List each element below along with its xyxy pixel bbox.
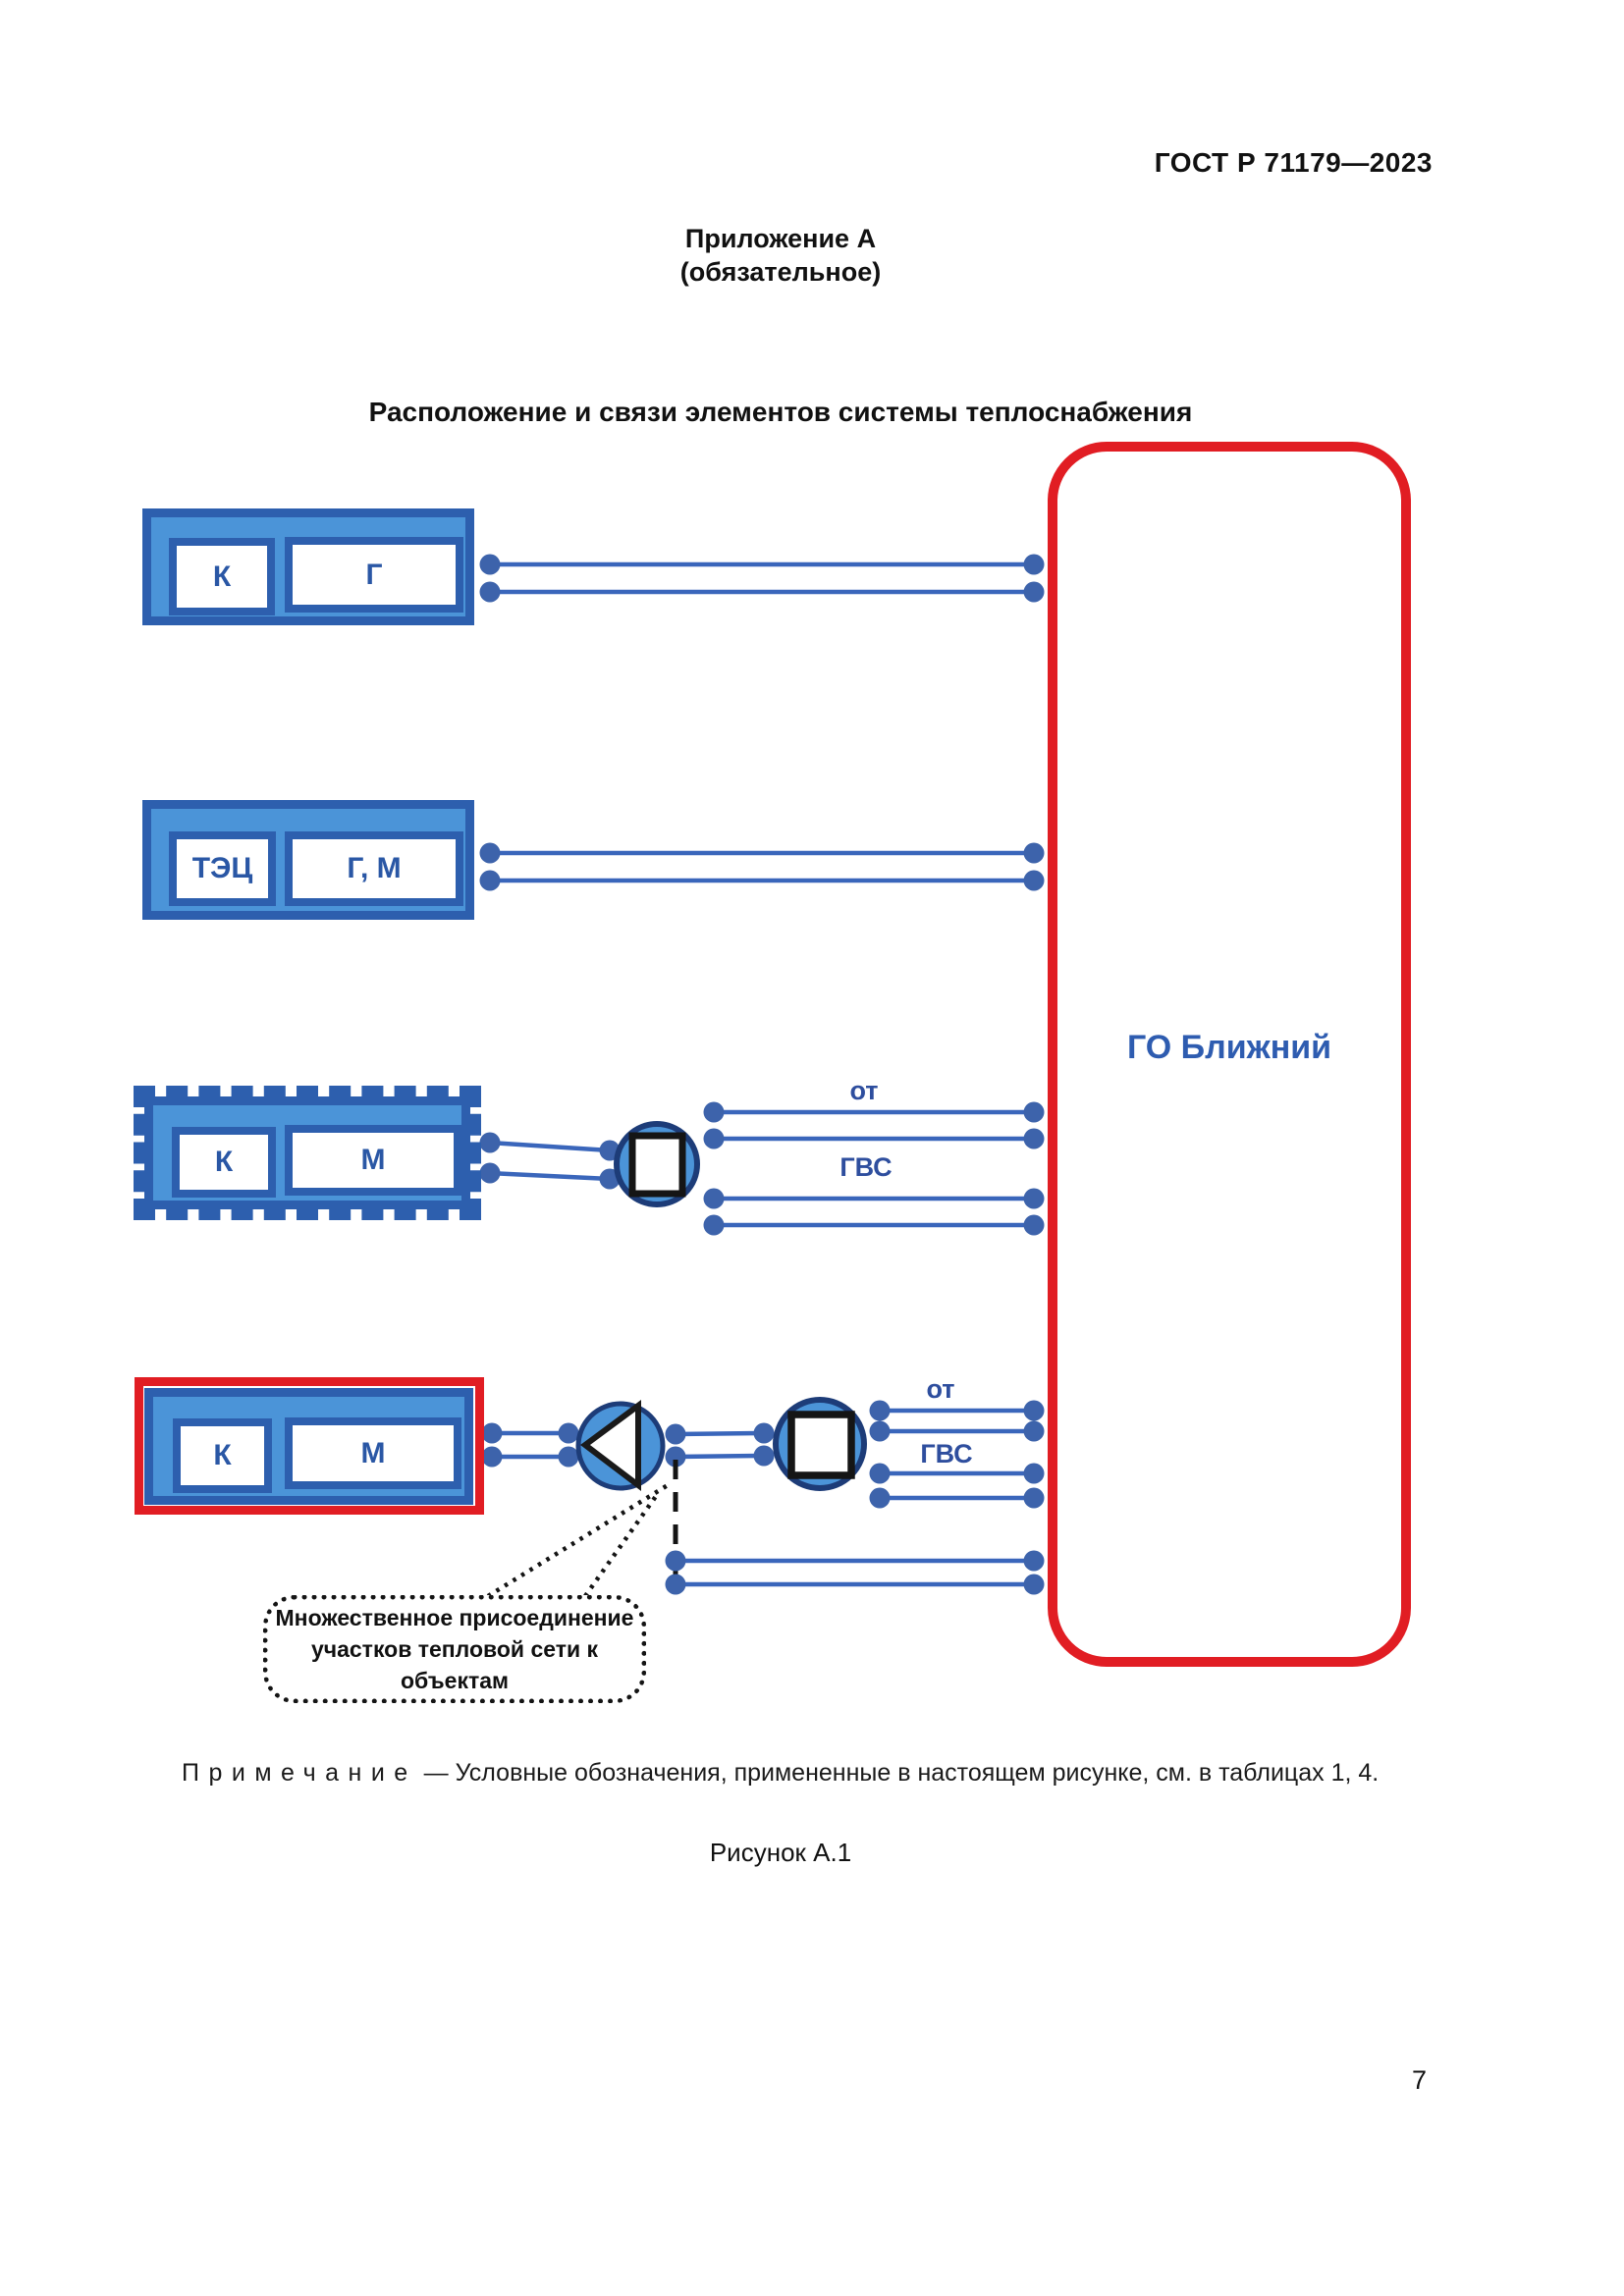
note-text: — Условные обозначения, примененные в на… — [423, 1759, 1380, 1787]
callout-leader-line-right — [583, 1490, 661, 1598]
source1-cell-k-label: К — [212, 560, 232, 593]
heat-exchanger-symbol-row4 — [773, 1397, 867, 1491]
page-number: 7 — [1412, 2065, 1428, 2095]
source-box-3: К М — [144, 1096, 470, 1209]
pipe-label-heating-row4: от — [926, 1374, 955, 1404]
callout-leader-line-left — [486, 1483, 670, 1598]
source3-cell-m: М — [285, 1125, 461, 1196]
appendix-title: Приложение А — [684, 224, 877, 253]
consumer-zone-box: ГО Ближний — [1048, 442, 1411, 1667]
source-box-3-dashed-frame: К М — [134, 1086, 481, 1220]
source3-cell-k-label: К — [214, 1146, 234, 1178]
pipe-label-hot-water-row3: ГВС — [839, 1152, 893, 1182]
callout-line-3: объектам — [400, 1668, 510, 1694]
link-exchanger-consumer-row4 — [869, 1400, 1045, 1509]
callout-multiple-connection: Множественное присоединение участков теп… — [263, 1595, 646, 1703]
source-box-1: К Г — [142, 508, 474, 625]
consumer-zone-label: ГО Ближний — [1126, 1029, 1332, 1066]
link-source2-consumer — [479, 842, 1045, 891]
source4-cell-k: К — [173, 1418, 272, 1493]
pipe-label-heating-row3: от — [849, 1076, 879, 1105]
appendix-subtitle: (обязательное) — [679, 257, 882, 287]
source1-cell-k: К — [169, 538, 275, 615]
callout-line-2: участков тепловой сети к — [310, 1635, 599, 1662]
heat-exchanger-symbol-row3 — [614, 1121, 700, 1207]
figure-caption: Рисунок А.1 — [709, 1838, 852, 1867]
source-box-4: К М — [144, 1388, 473, 1505]
source1-cell-g-label: Г — [365, 558, 383, 591]
source2-cell-gm-label: Г, М — [347, 852, 402, 884]
link-branch-consumer — [665, 1550, 1045, 1595]
figure-title: Расположение и связи элементов системы т… — [368, 397, 1193, 427]
doc-code: ГОСТ Р 71179—2023 — [1154, 147, 1433, 178]
source4-cell-m-label: М — [360, 1436, 386, 1469]
source3-cell-m-label: М — [360, 1144, 386, 1176]
source4-cell-m: М — [285, 1417, 461, 1489]
link-source1-consumer — [479, 554, 1045, 603]
note-label: Примечание — [182, 1759, 417, 1787]
link-source4-pump — [481, 1422, 579, 1468]
source1-cell-g: Г — [285, 537, 463, 613]
link-pump-exchanger — [665, 1422, 775, 1468]
figure-note: Примечание — Условные обозначения, приме… — [182, 1759, 1458, 1788]
source2-cell-tec-label: ТЭЦ — [191, 852, 253, 884]
callout-line-1: Множественное присоединение — [275, 1604, 634, 1630]
pipe-label-hot-water-row4: ГВС — [920, 1439, 973, 1468]
source2-cell-tec: ТЭЦ — [169, 831, 276, 906]
source-box-2: ТЭЦ Г, М — [142, 800, 474, 920]
source2-cell-gm: Г, М — [285, 831, 463, 906]
link-source3-exchanger — [479, 1132, 621, 1190]
source-box-4-red-frame: К М — [135, 1377, 484, 1515]
pump-symbol — [575, 1400, 666, 1492]
link-exchanger-consumer-row3 — [703, 1101, 1045, 1236]
source3-cell-k: К — [172, 1127, 276, 1198]
source4-cell-k-label: К — [213, 1439, 232, 1471]
